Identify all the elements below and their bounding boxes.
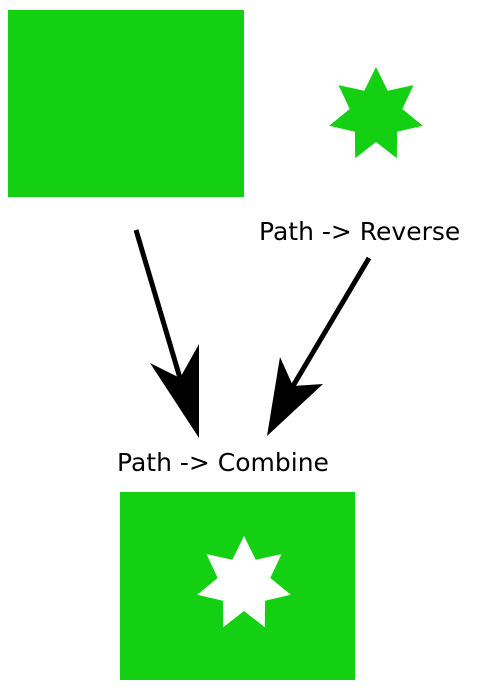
source-star (329, 67, 423, 159)
source-rectangle (8, 10, 244, 197)
arrow-head (150, 344, 199, 438)
combine-label: Path -> Combine (117, 448, 329, 477)
arrow-shaft (133, 229, 183, 379)
arrow-head (267, 357, 323, 436)
combined-result-shape (120, 492, 355, 680)
reverse-label: Path -> Reverse (259, 217, 460, 246)
arrow-rectangle-to-result (133, 229, 199, 438)
arrow-star-to-result (267, 256, 372, 436)
arrow-shaft (290, 256, 372, 388)
